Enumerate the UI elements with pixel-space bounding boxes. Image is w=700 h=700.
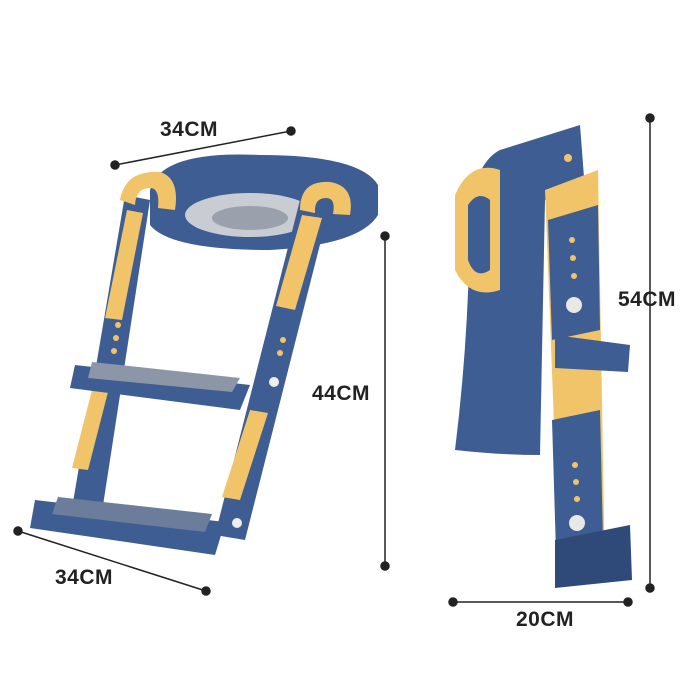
label-front-height: 44CM	[312, 382, 371, 405]
dimension-line-top-width	[114, 130, 292, 166]
label-side-depth: 20CM	[516, 608, 575, 631]
label-bottom-width: 34CM	[55, 566, 114, 589]
ladder-side-view	[455, 125, 632, 588]
dimension-lines	[13, 113, 655, 607]
label-top-width: 34CM	[160, 118, 219, 141]
dimension-line-bottom-width	[17, 530, 207, 592]
label-side-height: 54CM	[618, 288, 677, 311]
ladder-front-view	[30, 154, 378, 555]
